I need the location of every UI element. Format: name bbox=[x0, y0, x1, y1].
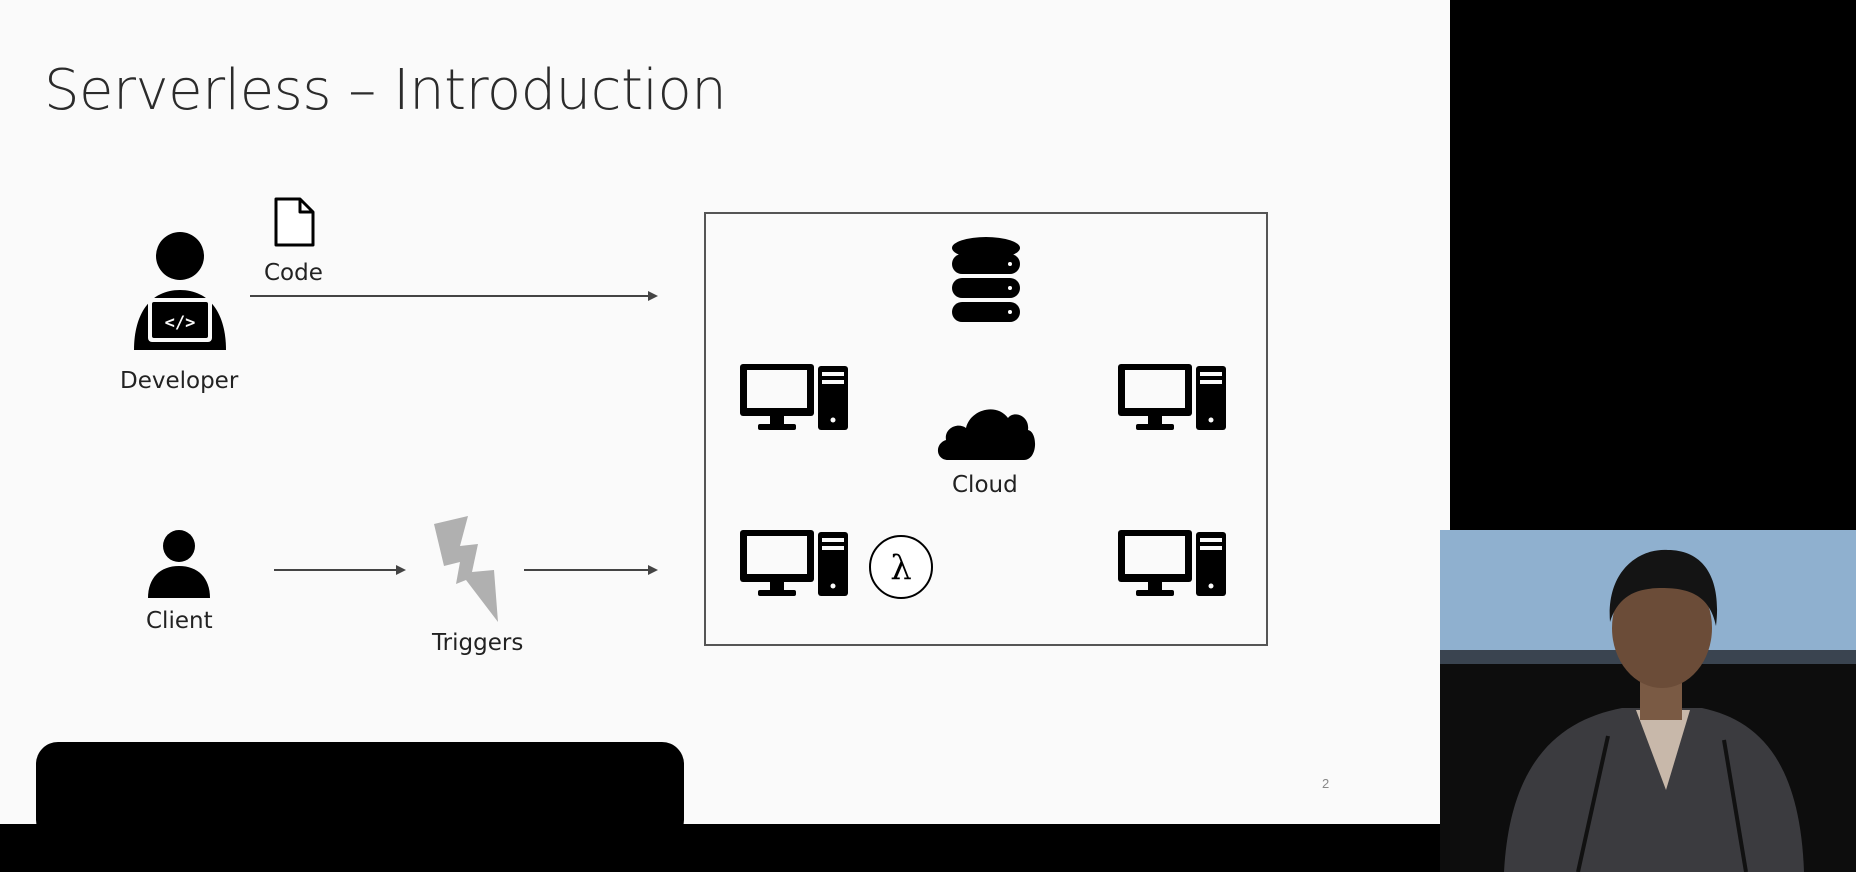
speaker-image bbox=[1440, 530, 1856, 872]
computer-icon bbox=[1118, 530, 1226, 596]
speaker-video bbox=[1440, 530, 1856, 872]
cloud-label: Cloud bbox=[952, 472, 1018, 498]
presentation-slide: Serverless – Introduction </> Developer … bbox=[0, 0, 1450, 824]
database-icon bbox=[952, 237, 1020, 322]
person-icon bbox=[148, 530, 210, 598]
client-label: Client bbox=[146, 608, 213, 634]
developer-icon: </> bbox=[134, 232, 226, 350]
developer-label: Developer bbox=[120, 368, 239, 394]
computer-icon bbox=[1118, 364, 1226, 430]
computer-icon bbox=[740, 364, 848, 430]
triggers-label: Triggers bbox=[432, 630, 524, 656]
triggers-arrow bbox=[524, 565, 658, 575]
client-arrow bbox=[274, 565, 406, 575]
slide-title: Serverless – Introduction bbox=[44, 58, 727, 123]
document-icon bbox=[274, 197, 315, 247]
lightning-icon bbox=[434, 516, 498, 622]
computer-icon bbox=[740, 530, 848, 596]
code-label: Code bbox=[264, 260, 323, 286]
cloud-icon bbox=[937, 409, 1036, 460]
lambda-symbol: λ bbox=[890, 548, 912, 588]
page-number: 2 bbox=[1322, 776, 1330, 791]
lambda-icon: λ bbox=[869, 535, 933, 599]
code-arrow bbox=[250, 291, 658, 301]
svg-text:</>: </> bbox=[165, 313, 196, 333]
cloud-boundary bbox=[704, 212, 1268, 646]
